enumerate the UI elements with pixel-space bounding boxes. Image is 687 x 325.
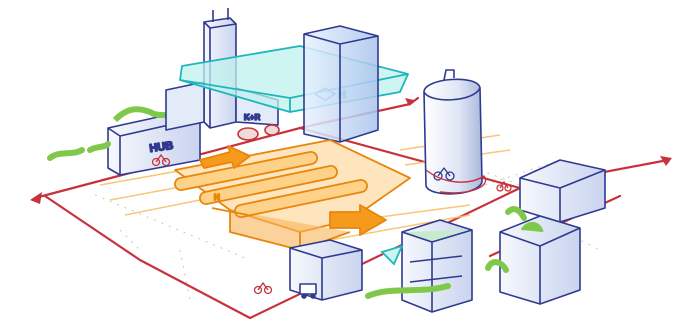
bus-building: [290, 240, 362, 300]
green-roof-building: [402, 220, 472, 312]
arrow-icon: [30, 192, 42, 204]
house-right-upper: [520, 160, 605, 222]
platform-label: H: [214, 193, 220, 202]
kiss-and-ride-label: K+R: [244, 113, 260, 122]
cylinder-tower: [424, 70, 486, 194]
bike-icon: [255, 283, 272, 294]
glass-tower: [304, 26, 378, 142]
triangle-marker: [382, 246, 402, 264]
block-right-lower: [500, 216, 580, 304]
transit-deck: H: [175, 140, 410, 250]
